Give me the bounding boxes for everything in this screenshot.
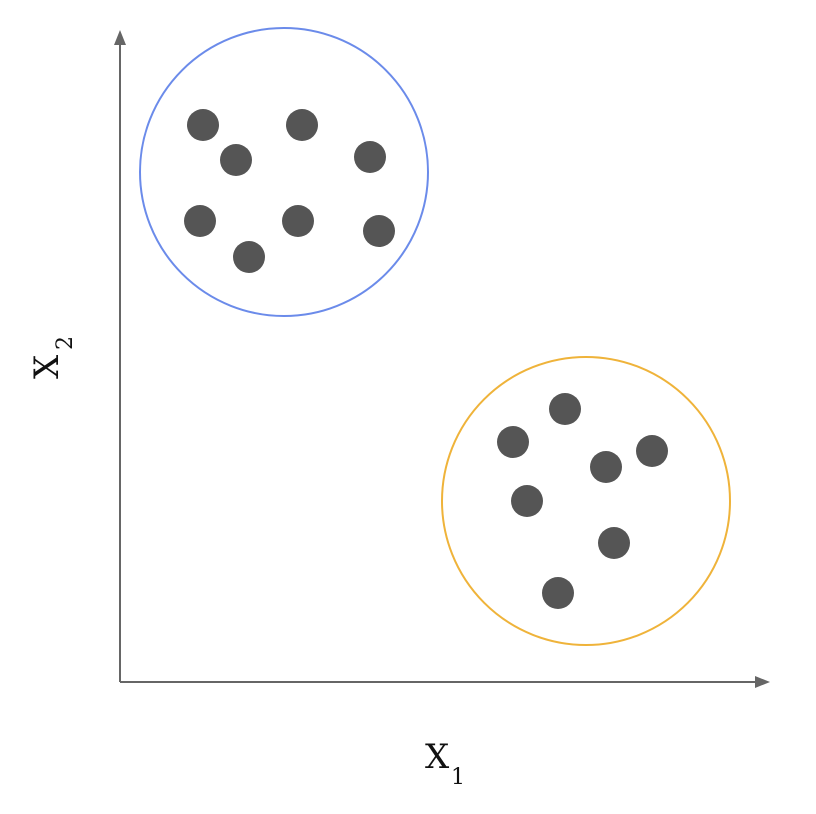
points-layer (184, 109, 668, 609)
cluster-b-point-1 (549, 393, 581, 425)
x-axis-label-main: X (425, 737, 450, 777)
cluster-b-point-2 (497, 426, 529, 458)
y-axis-arrow (114, 30, 126, 45)
cluster-a-boundary (139, 27, 429, 317)
cluster-a-point-7 (363, 215, 395, 247)
cluster-a-point-5 (184, 205, 216, 237)
cluster-b-boundary (441, 356, 731, 646)
cluster-b-point-5 (511, 485, 543, 517)
y-axis-label-subscript: 2 (53, 336, 78, 350)
cluster-a-point-4 (354, 141, 386, 173)
x-axis-label-subscript: 1 (451, 765, 465, 790)
x-axis-arrow (755, 676, 770, 688)
cluster-b-point-6 (598, 527, 630, 559)
cluster-a-point-2 (286, 109, 318, 141)
x-axis-label: X 1 (425, 737, 465, 790)
y-axis-label: X 2 (27, 336, 78, 379)
cluster-a-point-6 (282, 205, 314, 237)
cluster-a-point-8 (233, 241, 265, 273)
cluster-a-point-1 (187, 109, 219, 141)
cluster-a-point-3 (220, 144, 252, 176)
cluster-b-point-3 (636, 435, 668, 467)
cluster-b-point-7 (542, 577, 574, 609)
y-axis-label-main: X (27, 354, 67, 379)
cluster-b-point-4 (590, 451, 622, 483)
